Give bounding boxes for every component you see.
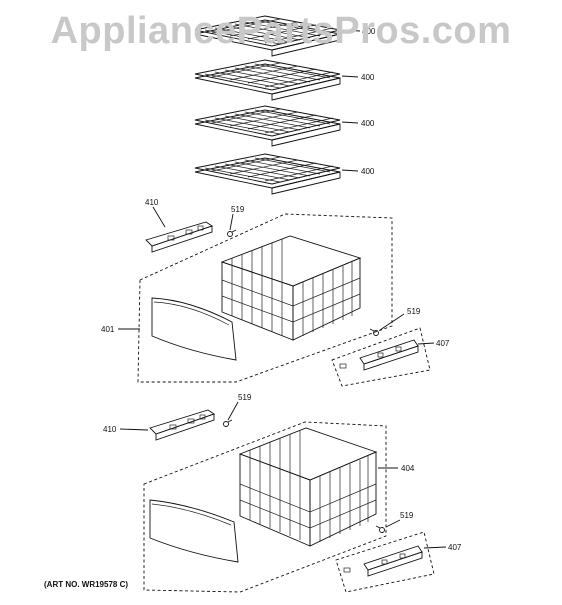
art-number: (ART NO. WR19578 C) [44,580,128,589]
rail-upper-right [331,327,431,387]
callout-drawer-upper: 401 [101,325,115,334]
rail-upper-left [145,221,214,253]
callout-shelf-4: 400 [361,167,375,176]
lower-basket-assembly: 410 519 404 519 [103,393,415,593]
callout-rail-lower-right: 407 [448,543,462,552]
drawer-front-upper [151,297,237,361]
callout-shelf-1: 400 [362,27,376,36]
upper-drawer-assembly: 410 519 401 519 [101,198,421,383]
callout-rail-lower-left: 410 [103,425,117,434]
callout-rail-upper-right: 407 [436,339,450,348]
callout-screw-upper-left: 519 [231,205,245,214]
wire-shelf-2 [194,59,341,101]
callout-screw-lower-left: 519 [238,393,252,402]
wire-shelf-3 [194,105,341,147]
shelf-callouts: 400 400 400 400 [341,27,376,176]
callout-screw-upper-right: 519 [407,307,421,316]
wire-basket-upper [220,235,362,341]
screw-lower-right [375,525,385,533]
callout-shelf-2: 400 [361,73,375,82]
screw-upper-right [369,328,379,336]
callout-shelf-3: 400 [361,119,375,128]
screw-upper-left [227,229,237,237]
callout-basket-lower: 404 [401,464,415,473]
callout-screw-lower-right: 519 [400,511,414,520]
wire-basket-lower [238,427,378,547]
rail-lower-left [149,409,216,441]
drawer-front-lower [149,499,239,563]
wire-shelf-1 [194,15,341,57]
screw-lower-left [223,419,233,427]
rail-lower-right [335,531,435,593]
callout-rail-upper-left: 410 [145,198,159,207]
wire-shelf-4 [194,153,341,195]
